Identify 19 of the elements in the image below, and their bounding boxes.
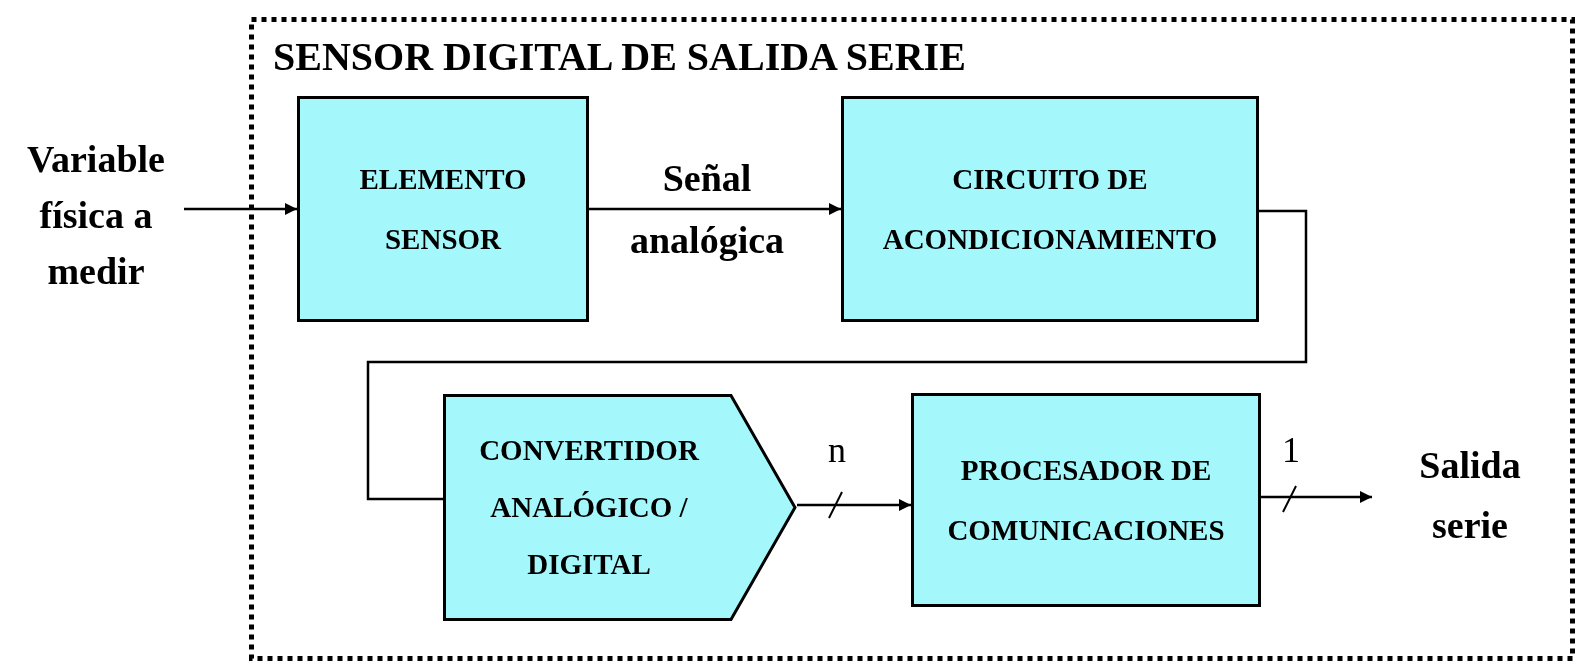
process-block (911, 393, 1261, 607)
dashed-boundary (249, 17, 1575, 661)
converter-pentagon (443, 394, 797, 621)
process-block (841, 96, 1259, 322)
edge-label: n (827, 429, 847, 472)
signal-text: Variable física a medir (26, 137, 166, 294)
block-label: ELEMENTO SENSOR (358, 162, 528, 257)
connector-arrow (797, 498, 911, 512)
signal-text: Salida serie (1418, 443, 1522, 548)
block-label: PROCESADOR DE COMUNICACIONES (946, 453, 1226, 548)
block-label: CONVERTIDOR ANALÓGICO / DIGITAL (478, 433, 701, 582)
group-title: SENSOR DIGITAL DE SALIDA SERIE (273, 33, 966, 81)
block-label: CIRCUITO DE ACONDICIONAMIENTO (881, 162, 1219, 257)
edge-label: Señal analógica (628, 156, 786, 263)
process-block (297, 96, 589, 322)
connector-arrow (184, 202, 297, 216)
connector-arrow (589, 202, 841, 216)
edge-label: 1 (1281, 429, 1301, 472)
connector-arrow (1261, 490, 1372, 504)
